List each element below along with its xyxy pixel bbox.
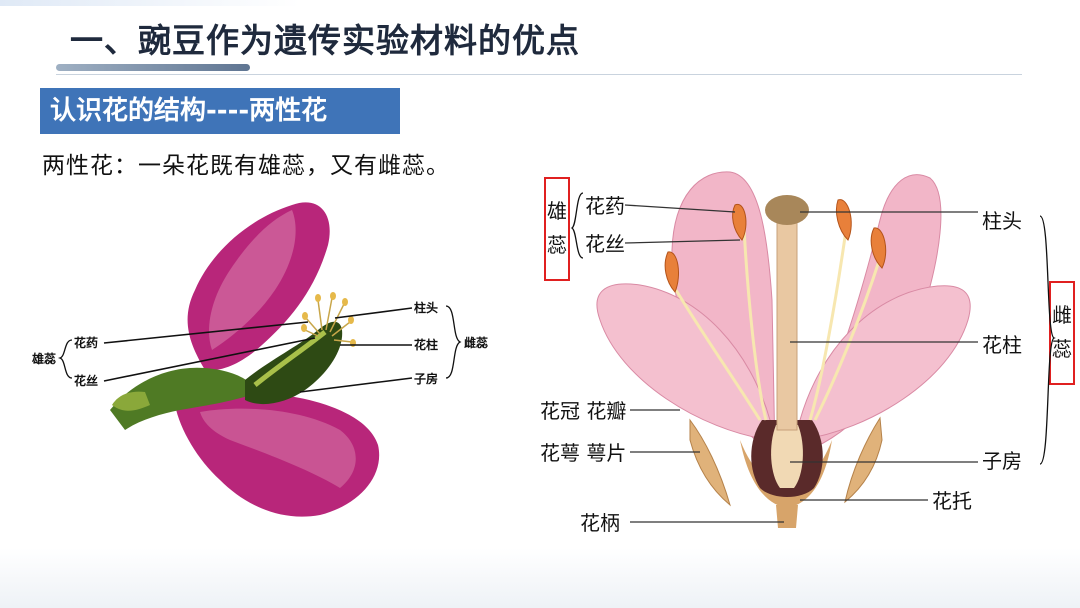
right-label-stigma: 柱头 <box>982 209 1022 233</box>
pistil-highlight-box <box>1050 282 1074 384</box>
right-label-filament: 花丝 <box>585 232 625 256</box>
section-sepal-right <box>845 418 882 502</box>
stamen-bracket <box>572 193 583 258</box>
section-stigma <box>765 195 809 225</box>
right-label-corolla-petal: 花冠 花瓣 <box>540 399 626 423</box>
right-label-pedicel: 花柄 <box>580 511 620 535</box>
left-label-stigma: 柱头 <box>414 300 438 315</box>
left-label-anther: 花药 <box>74 335 98 350</box>
right-label-receptacle: 花托 <box>932 489 972 513</box>
section-ovary-inner <box>771 425 803 488</box>
right-pistil-char-1: 雌 <box>1052 303 1072 327</box>
right-label-ovary: 子房 <box>982 449 1022 473</box>
right-label-anther: 花药 <box>585 194 625 218</box>
right-label-calyx-sepal: 花萼 萼片 <box>540 441 626 465</box>
left-stamen-bracket <box>60 340 72 378</box>
section-style <box>777 215 797 430</box>
section-sepal-left <box>690 420 730 505</box>
right-stamen-char-2: 蕊 <box>547 233 567 257</box>
left-label-style: 花柱 <box>414 337 438 352</box>
left-label-stamen-group: 雄蕊 <box>31 351 56 366</box>
left-pea-flower: 雄蕊 花药 花丝 柱头 花柱 子房 雌蕊 <box>31 202 488 516</box>
left-pistil-bracket <box>446 306 460 378</box>
right-label-style: 花柱 <box>982 333 1022 357</box>
left-label-pistil-group: 雌蕊 <box>464 335 488 350</box>
section-petal-right-outer <box>800 286 970 440</box>
stamen-highlight-box <box>545 178 569 280</box>
section-pedicel <box>776 505 798 528</box>
left-label-ovary: 子房 <box>414 371 438 386</box>
right-pistil-char-2: 蕊 <box>1052 337 1072 361</box>
left-label-filament: 花丝 <box>74 373 98 388</box>
right-flower-section: 雄 蕊 雌 蕊 花药 花丝 柱头 花柱 花冠 花瓣 花萼 萼片 子房 花托 花柄 <box>540 172 1074 535</box>
right-stamen-char-1: 雄 <box>547 199 567 223</box>
